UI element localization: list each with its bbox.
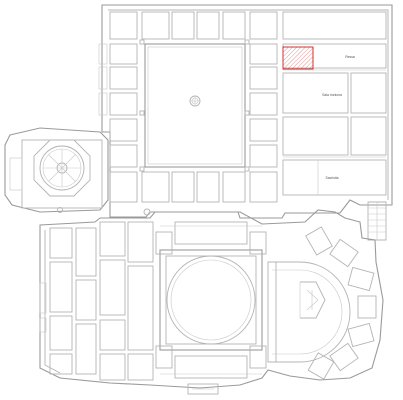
staircase bbox=[367, 201, 387, 241]
room-label-sala-riuniona: Sala riuniona bbox=[322, 93, 342, 97]
courtyard bbox=[139, 39, 250, 172]
bottom-row-cells bbox=[141, 171, 278, 203]
left-column-cells bbox=[98, 43, 138, 203]
top-row-cells bbox=[109, 11, 387, 40]
apse bbox=[267, 226, 377, 380]
dome-crossing bbox=[155, 221, 267, 379]
east-wing bbox=[282, 43, 387, 196]
right-column-cells bbox=[249, 43, 278, 168]
left-aisle bbox=[39, 221, 154, 381]
highlighted-room[interactable] bbox=[282, 46, 314, 70]
church bbox=[39, 207, 384, 395]
room-label-ressa: Ressa bbox=[345, 55, 355, 59]
room-label-sacristia: Sacristia bbox=[325, 176, 338, 180]
octagonal-chapel bbox=[4, 127, 109, 213]
cloister-block: Ressa Sala riuniona Sacristia bbox=[98, 4, 393, 241]
